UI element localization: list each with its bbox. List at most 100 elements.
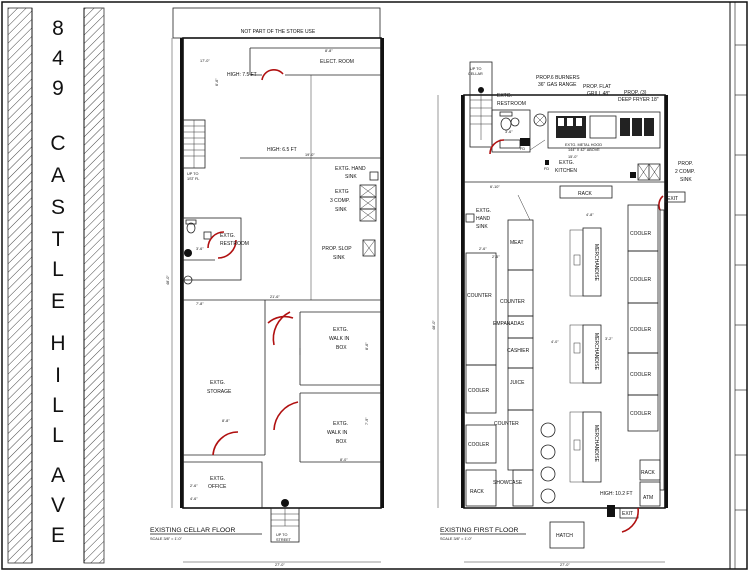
svg-text:EXTG.: EXTG. (497, 93, 512, 99)
svg-text:MERCHANDISE: MERCHANDISE (593, 333, 599, 371)
elect-room-door (261, 68, 284, 81)
svg-text:8'-6": 8'-6" (365, 342, 369, 350)
address-char: E (51, 290, 65, 313)
svg-text:17'-0": 17'-0" (200, 59, 210, 63)
svg-text:WALK IN: WALK IN (327, 430, 348, 436)
svg-text:EXIT: EXIT (622, 511, 633, 517)
svg-text:SCALE 3/8" = 1'-0": SCALE 3/8" = 1'-0" (150, 537, 183, 541)
svg-text:4'-0": 4'-0" (551, 340, 559, 344)
svg-text:PROP. FLAT: PROP. FLAT (583, 84, 611, 90)
cellar-floor-caption: EXISTING CELLAR FLOOR (150, 527, 235, 534)
address-char: 9 (52, 77, 64, 100)
svg-text:UP TO: UP TO (187, 172, 198, 176)
cellar-office: EXTG. OFFICE 2'-6" 4'-6" (183, 431, 263, 508)
svg-text:EXTG. METAL HOOD: EXTG. METAL HOOD (565, 143, 602, 147)
svg-text:7'-8": 7'-8" (196, 302, 204, 306)
svg-text:EMPANADAS: EMPANADAS (493, 321, 525, 327)
svg-text:48'-0": 48'-0" (432, 320, 436, 330)
svg-text:SINK: SINK (345, 174, 357, 180)
left-counter-column: COUNTER COOLER COOLER RACK 2'-6" (465, 247, 497, 507)
two-comp-sink-icon (637, 163, 661, 181)
address-char: 4 (52, 47, 64, 70)
svg-text:HAND: HAND (476, 216, 491, 222)
svg-text:RACK: RACK (578, 191, 593, 197)
svg-text:RACK: RACK (470, 489, 485, 495)
svg-text:EXTG.: EXTG. (220, 233, 235, 239)
svg-text:HATCH: HATCH (556, 533, 573, 539)
svg-text:6'-10": 6'-10" (490, 185, 500, 189)
svg-text:EXTG: EXTG (335, 189, 349, 195)
svg-text:3'-6": 3'-6" (196, 247, 204, 251)
svg-text:BOX: BOX (336, 439, 347, 445)
svg-text:CASHIER: CASHIER (507, 348, 530, 354)
kitchen-equipment: PROP.6 BURNERS 36" GAS RANGE PROP. FLAT … (529, 75, 661, 152)
svg-text:3'-2": 3'-2" (605, 337, 613, 341)
address-char: 8 (52, 17, 64, 40)
svg-text:COOLER: COOLER (630, 372, 652, 378)
three-comp-sink-icon (359, 184, 377, 222)
svg-text:EXTG.: EXTG. (559, 160, 574, 166)
svg-text:PROP.6 BURNERS: PROP.6 BURNERS (536, 75, 580, 81)
svg-text:COOLER: COOLER (630, 231, 652, 237)
svg-text:UP TO: UP TO (276, 533, 287, 537)
column-marker-icon (183, 275, 193, 285)
showcase-circles (540, 422, 556, 504)
hatch (549, 521, 585, 549)
svg-text:OFFICE: OFFICE (208, 484, 227, 490)
svg-text:EXTG.: EXTG. (333, 327, 348, 333)
svg-text:4'-6": 4'-6" (190, 497, 198, 501)
svg-text:36" GAS RANGE: 36" GAS RANGE (538, 82, 577, 88)
svg-text:19'-0": 19'-0" (305, 153, 315, 157)
svg-text:8'-0": 8'-0" (340, 458, 348, 462)
svg-text:CELLAR: CELLAR (468, 72, 483, 76)
svg-text:EXTG.: EXTG. (476, 208, 491, 214)
svg-text:EXTG.: EXTG. (210, 380, 225, 386)
svg-text:EXTG. HAND: EXTG. HAND (335, 166, 366, 172)
address-char: S (51, 196, 65, 219)
first-floor-restroom: EXTG. RESTROOM (489, 93, 531, 155)
svg-text:PROP. SLOP: PROP. SLOP (322, 246, 352, 252)
svg-text:COOLER: COOLER (630, 411, 652, 417)
svg-text:COUNTER: COUNTER (500, 299, 525, 305)
first-floor-plan: UP TO CELLAR EXTG. RESTROOM (432, 61, 695, 567)
svg-text:DEEP FRYER 18": DEEP FRYER 18" (618, 97, 659, 103)
svg-text:7'-9": 7'-9" (365, 417, 369, 425)
address-char: L (52, 258, 64, 281)
svg-text:2'-6": 2'-6" (190, 484, 198, 488)
svg-text:2 COMP.: 2 COMP. (675, 169, 695, 175)
stair-marker-icon (184, 249, 192, 257)
svg-text:WALK IN: WALK IN (329, 336, 350, 342)
address-char: I (55, 364, 61, 387)
svg-text:21'-6": 21'-6" (270, 295, 280, 299)
fryer-icon (620, 118, 630, 136)
svg-text:SINK: SINK (333, 255, 345, 261)
hand-sink-icon (369, 171, 379, 181)
svg-text:15'-0": 15'-0" (568, 155, 578, 159)
svg-text:3'-6": 3'-6" (505, 130, 513, 134)
svg-text:EXIT: EXIT (667, 196, 678, 202)
stairs-up-to-cellar: UP TO CELLAR (468, 61, 493, 148)
svg-text:SCALE 3/8" = 1'-0": SCALE 3/8" = 1'-0" (440, 537, 473, 541)
svg-text:SINK: SINK (476, 224, 488, 230)
address-char: C (50, 132, 65, 155)
circle-x-icon (533, 113, 547, 127)
address-char: L (52, 394, 64, 417)
address-char: H (50, 332, 65, 355)
cellar-floor-plan: NOT PART OF THE STORE USE ELECT. ROOM HI… (150, 7, 384, 567)
floor-drain-icon (520, 138, 530, 146)
cellar-height-65: HIGH: 6.5 FT (267, 147, 297, 153)
svg-text:RACK: RACK (641, 470, 656, 476)
restroom-sink-icon (510, 117, 520, 127)
walk-in-box-2: EXTG. WALK IN BOX 8'-0" (273, 392, 381, 463)
svg-text:PROP.: PROP. (678, 161, 693, 167)
svg-text:COOLER: COOLER (468, 442, 490, 448)
svg-text:STORAGE: STORAGE (207, 389, 232, 395)
svg-text:8'-8": 8'-8" (325, 49, 333, 53)
svg-text:4'-8": 4'-8" (586, 213, 594, 217)
hand-sink-icon (465, 213, 475, 223)
svg-text:MERCHANDISE: MERCHANDISE (593, 244, 599, 282)
stairs-up-to-1st-floor: UP TO 1ST FL (182, 119, 206, 181)
svg-text:MERCHANDISE: MERCHANDISE (593, 425, 599, 463)
